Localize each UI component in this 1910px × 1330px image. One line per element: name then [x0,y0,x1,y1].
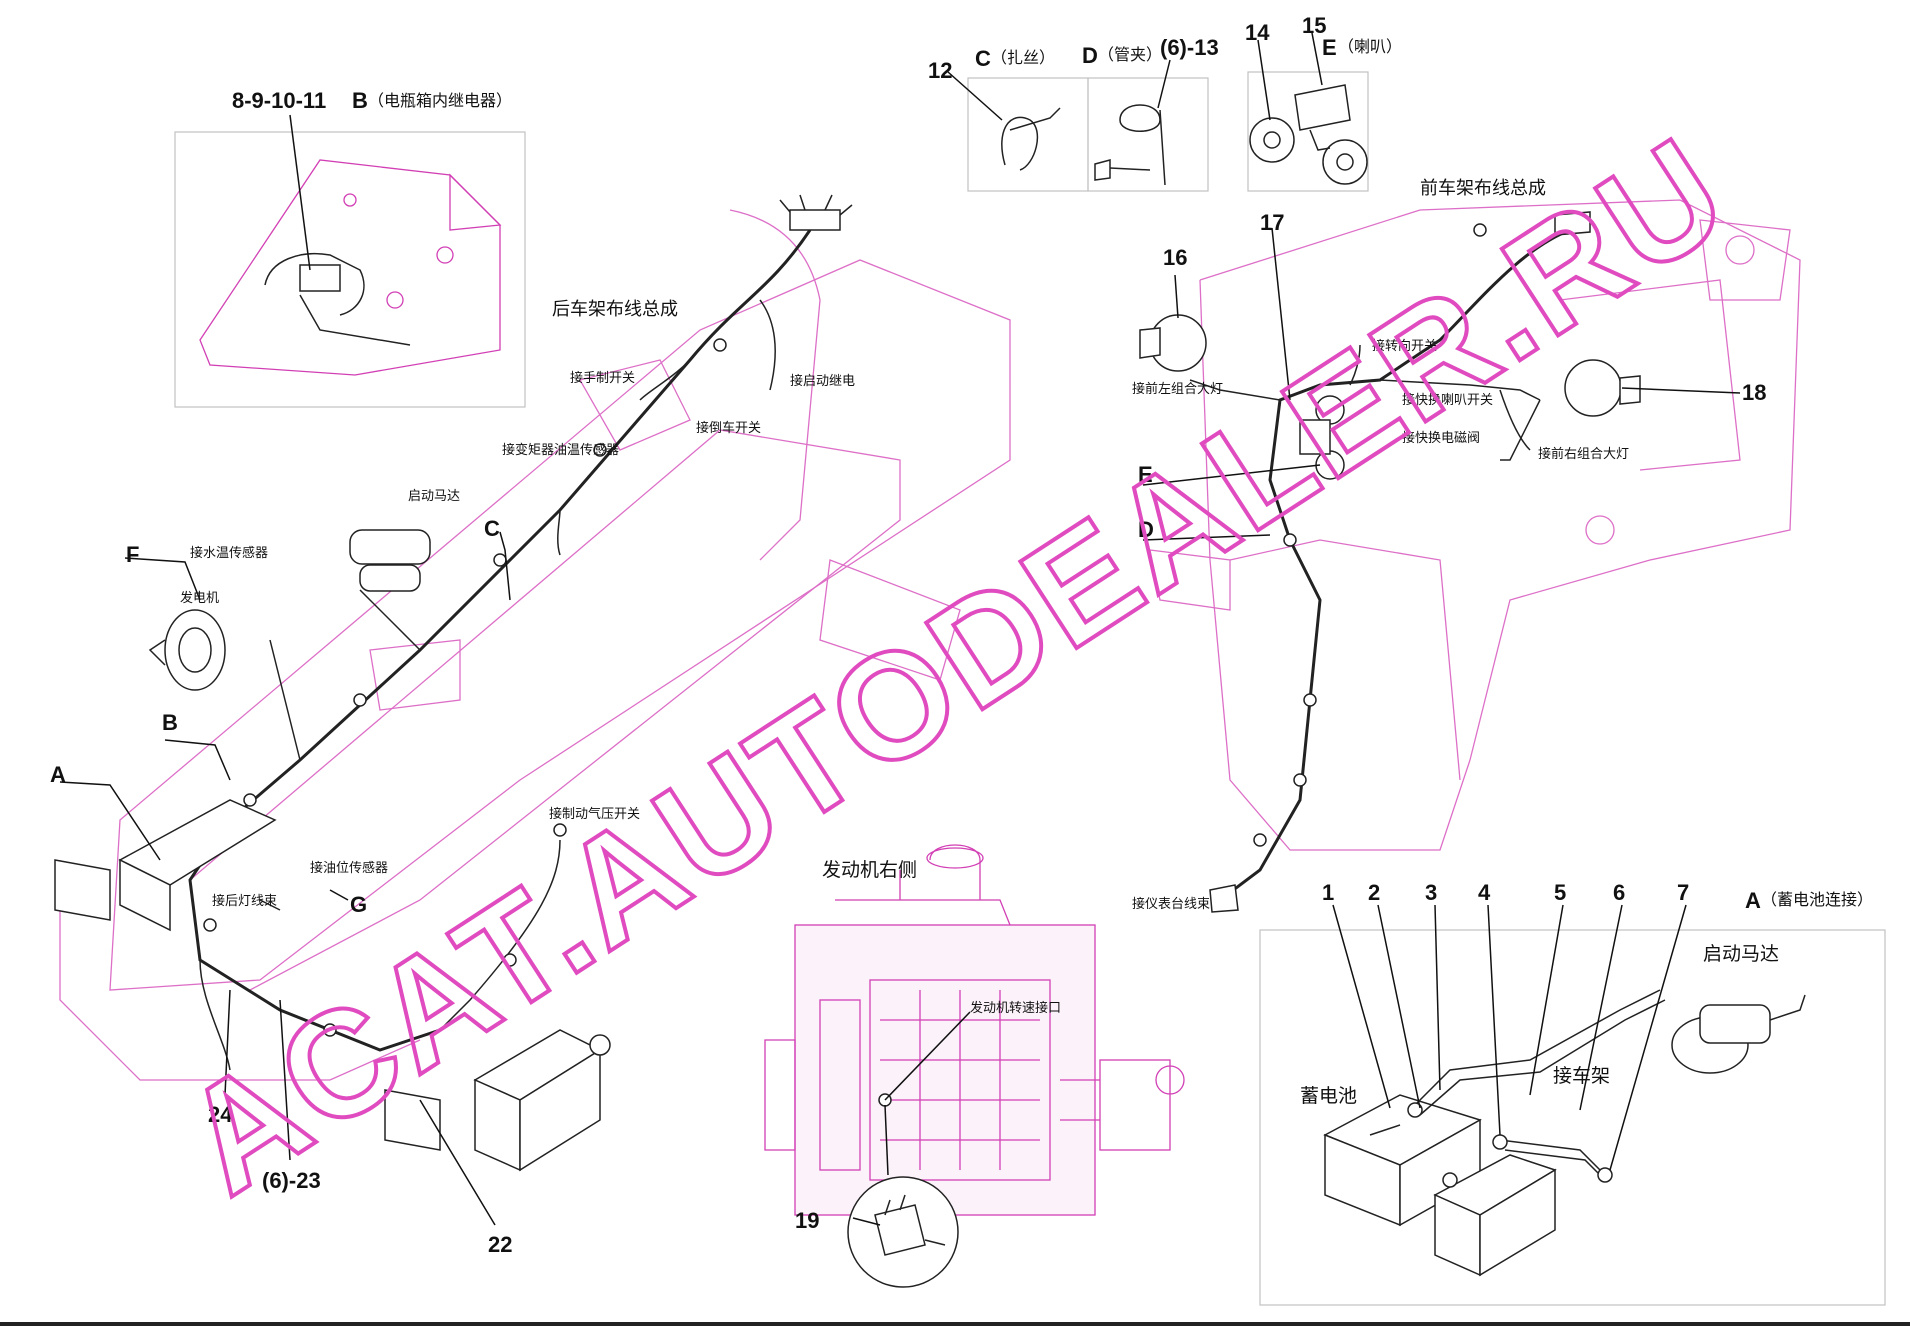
inset-c [947,71,1089,192]
part-number-2: 2 [1368,880,1380,905]
part-number-8-9-10-11: 8-9-10-11 [232,88,326,113]
label-right-lamp: 接前右组合大灯 [1538,446,1629,462]
label-handbrake: 接手制开关 [570,370,635,386]
label-steer: 接转向开关 [1372,338,1437,354]
part-number-7: 7 [1677,880,1689,905]
callout-G: G [350,892,367,917]
part-number-1: 1 [1322,880,1334,905]
callout-A: A [50,762,66,787]
part-number-6-23: (6)-23 [262,1168,321,1193]
inset-e-title: （喇叭） [1338,37,1402,56]
label-alternator: 发电机 [180,590,219,606]
part-number-17: 17 [1260,210,1284,235]
part-number-15: 15 [1302,13,1326,38]
callout-E: E [1138,462,1153,487]
label-reverse: 接倒车开关 [696,420,761,436]
inset-a [1259,904,1886,1306]
part-number-24: 24 [208,1102,233,1127]
label-battery: 蓄电池 [1300,1085,1357,1107]
inset-c-title: （扎丝） [991,48,1055,67]
label-brake-pressure: 接制动气压开关 [549,806,640,822]
labels: 8-9-10-11 B （电瓶箱内继电器） 12 C （扎丝） D （管夹） (… [50,13,1873,1257]
part-number-22: 22 [488,1232,512,1257]
part-number-18: 18 [1742,380,1766,405]
label-engine-speed: 发动机转速接口 [970,1000,1061,1016]
callout-F: F [126,542,139,567]
label-solenoid: 接快换电磁阀 [1402,430,1480,446]
label-starter-a: 启动马达 [1703,943,1779,965]
bottom-border [0,1322,1910,1326]
leader-lines [59,227,1741,1226]
rear-frame-harness [54,194,853,1172]
part-number-6: 6 [1613,880,1625,905]
label-trans-temp: 接变矩器油温传感器 [502,442,619,458]
label-instrument: 接仪表台线束 [1132,896,1210,912]
label-left-lamp: 接前左组合大灯 [1132,381,1223,397]
part-number-6-13: (6)-13 [1160,35,1219,60]
callout-B: B [162,710,178,735]
callout-C: C [484,516,500,541]
label-frame: 接车架 [1553,1065,1610,1087]
inset-e-letter: E [1322,35,1337,60]
part-number-4: 4 [1478,880,1491,905]
part-number-12: 12 [928,58,952,83]
inset-d-title: （管夹） [1098,45,1162,64]
label-starter-rear: 启动马达 [408,489,460,504]
part-number-16: 16 [1163,245,1187,270]
label-start-relay: 接启动继电 [790,373,855,389]
engine-inset-title: 发动机右侧 [822,859,917,881]
label-water-temp: 接水温传感器 [190,545,268,561]
inset-b-letter: B [352,88,368,113]
inset-b [174,114,526,408]
part-number-19: 19 [795,1208,819,1233]
rear-harness-title: 后车架布线总成 [552,299,678,320]
part-number-3: 3 [1425,880,1437,905]
label-horn: 接快换喇叭开关 [1402,392,1493,408]
chassis-outline [59,199,1801,1081]
engine-inset [764,844,1185,1288]
inset-b-title: （电瓶箱内继电器） [368,91,512,110]
part-number-5: 5 [1554,880,1566,905]
label-rear-lamp: 接后灯线束 [212,893,277,909]
inset-c-letter: C [975,46,991,71]
front-harness-title: 前车架布线总成 [1420,178,1546,199]
inset-e [1247,32,1369,192]
inset-a-letter: A [1745,888,1761,913]
inset-a-title: （蓄电池连接） [1761,890,1873,909]
inset-d [1087,59,1209,192]
label-fuel-sensor: 接油位传感器 [310,860,388,876]
callout-D: D [1138,517,1154,542]
part-number-14: 14 [1245,20,1270,45]
inset-d-letter: D [1082,43,1098,68]
